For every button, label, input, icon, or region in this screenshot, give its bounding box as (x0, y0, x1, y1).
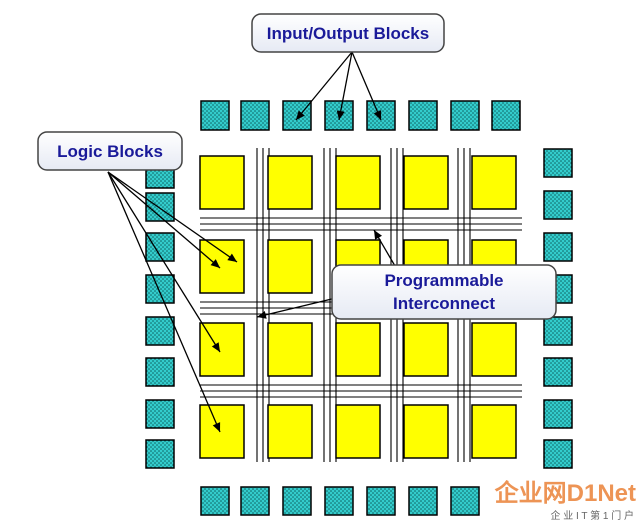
arrow-line (256, 296, 341, 318)
io-block (145, 439, 175, 469)
logic-block (335, 155, 381, 210)
logic-block (403, 404, 449, 459)
interconnect-callout-line1: Programmable (384, 271, 503, 290)
arrowhead (210, 259, 220, 268)
logic-block (267, 155, 313, 210)
io-block (543, 439, 573, 469)
io-block (324, 100, 354, 131)
logic-block-array (199, 155, 517, 459)
logic-callout: Logic Blocks (37, 131, 183, 171)
io-block (366, 486, 396, 516)
arrow-line (107, 171, 221, 269)
io-block (145, 399, 175, 429)
arrow-line (107, 171, 238, 263)
watermark-logo: 企业网D1Net 企 业 I T 第 1 门 户 (495, 479, 636, 522)
io-block (450, 486, 480, 516)
logic-block (471, 155, 517, 210)
arrowhead (257, 311, 267, 319)
arrowhead (374, 230, 382, 240)
io-block (200, 100, 230, 131)
io-block (145, 316, 175, 346)
arrowhead (336, 110, 345, 120)
io-block (408, 100, 438, 131)
io-block (491, 100, 521, 131)
callout-arrows (107, 51, 396, 433)
logic-block (403, 322, 449, 377)
arrowhead (296, 110, 305, 120)
io-block (543, 357, 573, 387)
arrowhead (373, 110, 382, 120)
logic-block (471, 322, 517, 377)
logic-block (199, 404, 245, 459)
io-block (145, 357, 175, 387)
io-block (200, 486, 230, 516)
watermark-brand: 企业网D1Net (495, 479, 636, 507)
interconnect-callout-line2: Interconnect (393, 294, 495, 313)
watermark-tagline: 企 业 I T 第 1 门 户 (550, 509, 634, 522)
logic-block (335, 404, 381, 459)
interconnect-callout-box (331, 264, 557, 320)
arrow-line (295, 51, 353, 121)
io-callout: Input/Output Blocks (251, 13, 445, 53)
io-block (543, 148, 573, 178)
arrow-line (338, 51, 353, 121)
logic-block (471, 404, 517, 459)
io-block (282, 100, 312, 131)
arrowhead (211, 342, 220, 352)
io-callout-box (251, 13, 445, 53)
logic-block (267, 322, 313, 377)
io-block (408, 486, 438, 516)
logic-block (335, 322, 381, 377)
logic-callout-label: Logic Blocks (57, 142, 163, 161)
logic-block (267, 239, 313, 294)
logic-block (199, 155, 245, 210)
io-block (450, 100, 480, 131)
io-block (145, 274, 175, 304)
io-block (240, 486, 270, 516)
io-block (324, 486, 354, 516)
logic-block (199, 239, 245, 294)
arrow-line (351, 51, 382, 121)
io-block (543, 190, 573, 220)
io-block (543, 316, 573, 346)
interconnect-callout: Programmable Interconnect (331, 264, 557, 320)
arrow-line (107, 171, 221, 433)
io-callout-label: Input/Output Blocks (267, 24, 429, 43)
arrowhead (227, 253, 237, 262)
arrowhead (212, 422, 221, 432)
logic-block (267, 404, 313, 459)
logic-callout-box (37, 131, 183, 171)
io-block (543, 232, 573, 262)
io-block (240, 100, 270, 131)
logic-block (403, 155, 449, 210)
io-block (282, 486, 312, 516)
io-block (543, 399, 573, 429)
arrow-line (107, 171, 221, 353)
